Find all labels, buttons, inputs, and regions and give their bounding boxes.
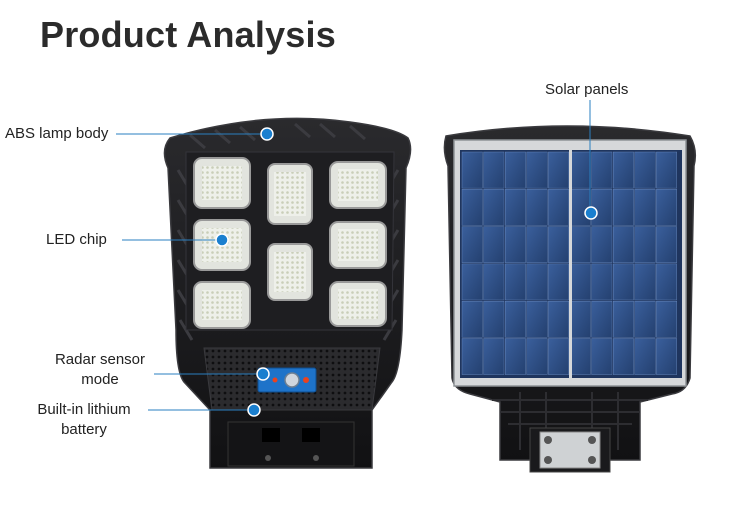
solar-cell <box>569 263 591 301</box>
solar-cell <box>483 226 505 263</box>
solar-cell <box>656 151 678 189</box>
page-title: Product Analysis <box>40 14 336 55</box>
solar-cell <box>613 301 634 338</box>
lamp-back <box>443 125 697 473</box>
solar-cell <box>591 263 613 301</box>
solar-cell <box>483 338 505 375</box>
solar-cell <box>505 263 526 301</box>
solar-cell <box>634 338 656 375</box>
solar-cell <box>634 226 656 263</box>
solar-cell <box>526 301 548 338</box>
solar-cell <box>656 301 678 338</box>
solar-cell <box>548 301 570 338</box>
solar-cell <box>526 263 548 301</box>
solar-cell <box>548 263 570 301</box>
solar-cell <box>526 151 548 189</box>
callout-dot-battery <box>247 403 261 417</box>
solar-cell <box>591 338 613 375</box>
label-battery: Built-in lithium battery <box>26 400 142 440</box>
solar-cell <box>461 301 483 338</box>
label-radar-sensor: Radar sensor mode <box>48 350 152 390</box>
solar-cell <box>548 226 570 263</box>
solar-cell <box>548 151 570 189</box>
callout-dot-abs <box>260 127 274 141</box>
solar-cell <box>483 263 505 301</box>
leader-lines <box>116 100 591 411</box>
callout-dot-solar <box>584 206 598 220</box>
solar-cell <box>656 263 678 301</box>
solar-cell <box>505 226 526 263</box>
solar-cell <box>483 151 505 189</box>
solar-cell <box>526 226 548 263</box>
label-solar-panels: Solar panels <box>545 81 629 98</box>
label-abs-lamp-body: ABS lamp body <box>5 125 109 142</box>
solar-cell <box>613 189 634 226</box>
solar-cell <box>483 301 505 338</box>
label-led-chip: LED chip <box>46 231 107 248</box>
solar-cell <box>569 301 591 338</box>
label-radar-sensor-line2: mode <box>81 371 119 388</box>
solar-cell <box>569 151 591 189</box>
solar-cell <box>634 189 656 226</box>
solar-cell <box>461 338 483 375</box>
solar-cell <box>613 151 634 189</box>
solar-cell <box>613 226 634 263</box>
solar-cell <box>548 338 570 375</box>
led-modules <box>193 157 387 329</box>
solar-cell <box>634 151 656 189</box>
solar-cell <box>526 338 548 375</box>
callout-dot-led <box>215 233 229 247</box>
solar-cell <box>505 151 526 189</box>
solar-cell <box>634 263 656 301</box>
callout-dot-radar <box>256 367 270 381</box>
solar-cell <box>591 151 613 189</box>
solar-cell <box>505 189 526 226</box>
solar-cell <box>526 189 548 226</box>
lamp-front <box>163 117 412 469</box>
solar-cell <box>613 338 634 375</box>
solar-cell <box>548 189 570 226</box>
solar-cell <box>461 151 483 189</box>
solar-cell <box>656 338 678 375</box>
solar-cell <box>461 226 483 263</box>
label-battery-line2: battery <box>61 421 107 438</box>
solar-cell <box>461 263 483 301</box>
solar-cell <box>461 189 483 226</box>
label-battery-line1: Built-in lithium <box>37 401 131 418</box>
solar-cell <box>569 226 591 263</box>
solar-cell <box>569 338 591 375</box>
label-radar-sensor-line1: Radar sensor <box>54 351 146 368</box>
solar-cell <box>505 301 526 338</box>
solar-cell <box>656 226 678 263</box>
solar-cell <box>613 263 634 301</box>
solar-cell <box>656 189 678 226</box>
solar-cell <box>634 301 656 338</box>
solar-cell <box>591 226 613 263</box>
solar-cell <box>505 338 526 375</box>
solar-cell <box>483 189 505 226</box>
solar-cell <box>591 301 613 338</box>
